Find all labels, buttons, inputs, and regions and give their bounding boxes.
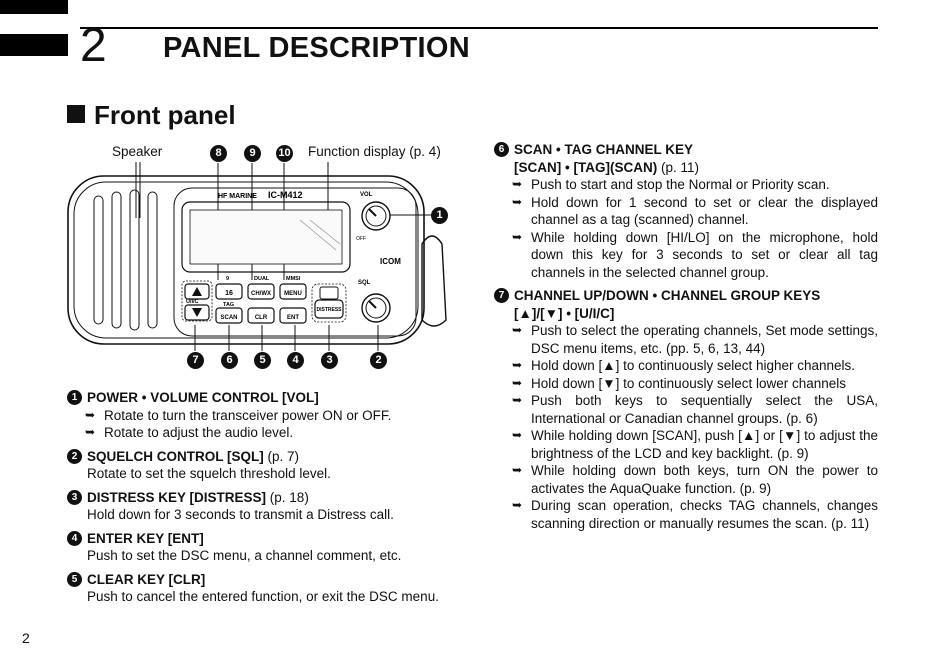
callout-9: 9 <box>244 145 261 162</box>
callout-5: 5 <box>254 352 271 369</box>
item-title: POWER • VOLUME CONTROL [VOL] <box>87 390 319 405</box>
function-display-label: Function display (p. 4) <box>308 144 441 159</box>
item-number: 3 <box>67 489 82 505</box>
bullet: Rotate to turn the transceiver power ON … <box>67 407 453 425</box>
label-tag: TAG <box>223 302 234 308</box>
page-number: 2 <box>22 630 30 646</box>
header-rule <box>80 27 878 29</box>
vol-text: VOL <box>360 192 373 198</box>
chapter-title: PANEL DESCRIPTION <box>163 32 470 64</box>
section-square-icon <box>67 105 85 123</box>
bullet: Hold down [▼] to continuously select low… <box>494 375 878 393</box>
off-text: OFF <box>356 236 366 242</box>
speaker-label: Speaker <box>112 144 163 159</box>
item-title: SQUELCH CONTROL [SQL] <box>87 448 264 464</box>
item-heading: 2 SQUELCH CONTROL [SQL] (p. 7) <box>67 448 453 466</box>
bullet: While holding down both keys, turn ON th… <box>494 462 878 497</box>
callout-8: 8 <box>210 145 227 162</box>
callout-4: 4 <box>287 352 304 369</box>
item-heading: 6 SCAN • TAG CHANNEL KEY <box>494 141 878 159</box>
item-squelch: 2 SQUELCH CONTROL [SQL] (p. 7) Rotate to … <box>67 448 453 483</box>
page-ref: (p. 18) <box>266 489 309 505</box>
item-text: Rotate to set the squelch threshold leve… <box>87 466 331 481</box>
page-ref: (p. 7) <box>263 448 300 464</box>
item-title: DISTRESS KEY [DISTRESS] <box>87 489 267 505</box>
label-dual: DUAL <box>254 276 270 282</box>
item-distress: 3 DISTRESS KEY [DISTRESS] (p. 18) Hold do… <box>67 489 453 524</box>
left-column: 1 POWER • VOLUME CONTROL [VOL] Rotate to … <box>67 389 453 612</box>
item-heading: 3 DISTRESS KEY [DISTRESS] (p. 18) <box>67 489 453 507</box>
front-panel-figure: Speaker Function display (p. 4) 8 9 10 1… <box>60 140 480 380</box>
item-number: 1 <box>67 390 82 405</box>
item-power-volume: 1 POWER • VOLUME CONTROL [VOL] Rotate to … <box>67 389 453 442</box>
key-clr: CLR <box>255 315 268 321</box>
sql-text: SQL <box>358 280 371 286</box>
item-title: CHANNEL UP/DOWN • CHANNEL GROUP KEYS <box>514 288 821 303</box>
item-sub-title: [▲]/[▼] • [U/I/C] <box>514 305 615 321</box>
item-subheading: [SCAN] • [TAG](SCAN) (p. 11) <box>494 159 878 177</box>
item-number: 2 <box>67 448 82 464</box>
item-sub-title: [SCAN] • [TAG](SCAN) <box>514 159 658 175</box>
item-heading: 7 CHANNEL UP/DOWN • CHANNEL GROUP KEYS <box>494 287 878 305</box>
bullet: Rotate to adjust the audio level. <box>67 424 453 442</box>
item-number: 4 <box>67 530 82 546</box>
callout-6: 6 <box>221 352 238 369</box>
chapter-tab-bar-top <box>0 0 68 14</box>
key-menu: MENU <box>284 291 302 297</box>
item-clear: 5 CLEAR KEY [CLR] Push to cancel the ente… <box>67 571 453 606</box>
item-channel-keys: 7 CHANNEL UP/DOWN • CHANNEL GROUP KEYS [▲… <box>494 287 878 532</box>
bullet: Push to select the operating channels, S… <box>494 322 878 357</box>
bullet: During scan operation, checks TAG channe… <box>494 497 878 532</box>
key-16: 16 <box>225 290 233 297</box>
label-uic: U/I/C <box>186 299 199 305</box>
right-column: 6 SCAN • TAG CHANNEL KEY [SCAN] • [TAG](S… <box>494 141 878 538</box>
bullet: Hold down [▲] to continuously select hig… <box>494 357 878 375</box>
section-title-text: Front panel <box>94 100 236 130</box>
chapter-tab-bar <box>0 34 68 56</box>
icom-text: ICOM <box>380 257 401 266</box>
bullet: While holding down [SCAN], push [▲] or [… <box>494 427 878 462</box>
item-subheading: [▲]/[▼] • [U/I/C] <box>494 305 878 323</box>
callout-2: 2 <box>370 352 387 369</box>
chapter-number: 2 <box>80 19 107 72</box>
callout-7: 7 <box>187 352 204 369</box>
label-9: 9 <box>226 276 229 282</box>
bullet: Hold down for 1 second to set or clear t… <box>494 194 878 229</box>
model-text: IC-M412 <box>268 190 303 200</box>
section-title: Front panel <box>67 100 236 131</box>
item-scan-tag: 6 SCAN • TAG CHANNEL KEY [SCAN] • [TAG](S… <box>494 141 878 281</box>
callout-10: 10 <box>276 145 293 162</box>
key-chwx: CH/WX <box>251 291 271 297</box>
key-scan: SCAN <box>220 315 237 321</box>
brand-text: HF MARINE <box>218 193 257 200</box>
item-title: SCAN • TAG CHANNEL KEY <box>514 142 693 157</box>
radio-illustration: HF MARINE IC-M412 VOL OFF SQL ICOM 9 DUA… <box>67 162 447 351</box>
item-text: Push to cancel the entered function, or … <box>87 589 439 604</box>
item-number: 7 <box>494 288 509 303</box>
item-number: 5 <box>67 571 82 587</box>
bullet: Push both keys to sequentially select th… <box>494 392 878 427</box>
item-enter: 4 ENTER KEY [ENT] Push to set the DSC men… <box>67 530 453 565</box>
bullet: Push to start and stop the Normal or Pri… <box>494 176 878 194</box>
item-heading: 1 POWER • VOLUME CONTROL [VOL] <box>67 389 453 407</box>
item-heading: 5 CLEAR KEY [CLR] <box>67 571 453 589</box>
key-ent: ENT <box>287 315 299 321</box>
bullet: While holding down [HI/LO] on the microp… <box>494 229 878 282</box>
callout-3: 3 <box>321 352 338 369</box>
item-number: 6 <box>494 142 509 157</box>
item-heading: 4 ENTER KEY [ENT] <box>67 530 453 548</box>
item-text: Push to set the DSC menu, a channel comm… <box>87 548 402 563</box>
item-text: Hold down for 3 seconds to transmit a Di… <box>87 507 394 522</box>
page-ref: (p. 11) <box>657 159 699 175</box>
key-distress: DISTRESS <box>316 307 342 313</box>
item-title: ENTER KEY [ENT] <box>87 530 204 546</box>
label-mmsi: MMSI <box>286 276 301 282</box>
item-title: CLEAR KEY [CLR] <box>87 571 206 587</box>
callout-1: 1 <box>431 207 448 224</box>
